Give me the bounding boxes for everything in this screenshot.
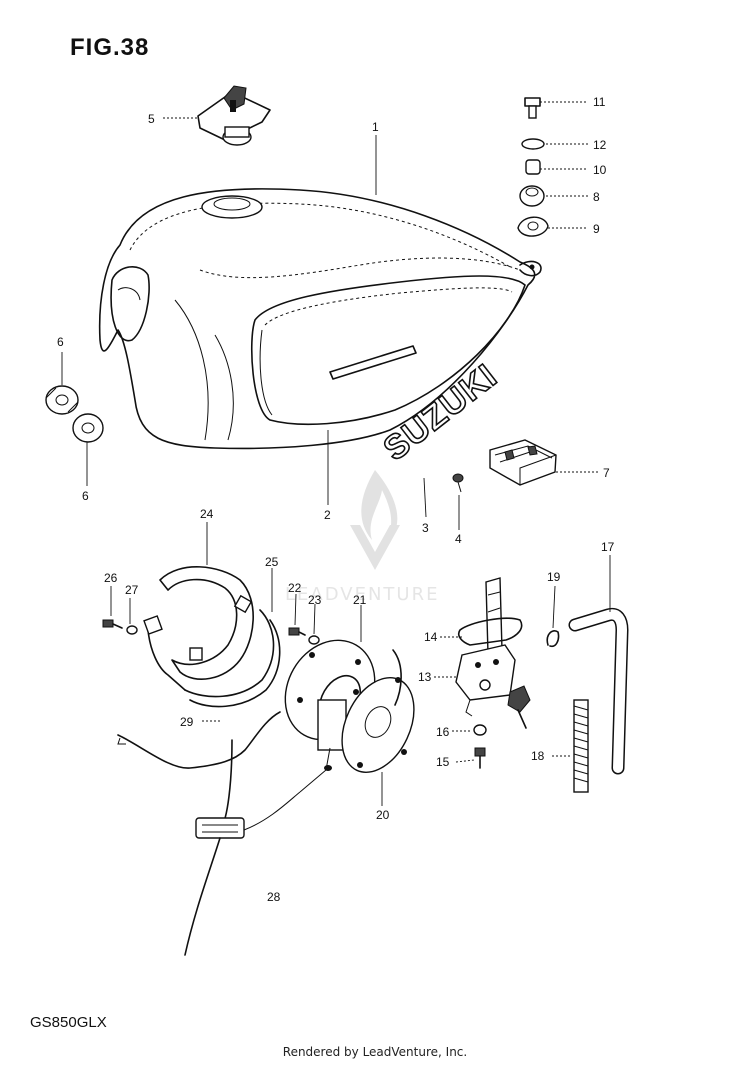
callout-14: 14 xyxy=(424,630,438,644)
model-code: GS850GLX xyxy=(30,1014,107,1031)
callout-27: 27 xyxy=(125,583,139,597)
figure-title: FIG.38 xyxy=(70,34,150,61)
hose-clip[interactable] xyxy=(546,630,560,648)
callout-6a: 6 xyxy=(57,335,64,349)
callout-13: 13 xyxy=(418,670,432,684)
callout-6b: 6 xyxy=(82,489,89,503)
mount-hardware-stack[interactable] xyxy=(517,97,549,237)
watermark-text: LEADVENTURE xyxy=(285,584,439,605)
callout-19: 19 xyxy=(547,570,561,584)
callout-9: 9 xyxy=(593,222,600,236)
gauge-gasket[interactable] xyxy=(143,566,254,691)
callout-22: 22 xyxy=(288,581,302,595)
callout-12: 12 xyxy=(593,138,607,152)
fuel-cock-screw-washer[interactable] xyxy=(473,724,487,769)
render-credit: Rendered by LeadVenture, Inc. xyxy=(282,1045,468,1059)
leader-lines xyxy=(61,101,611,806)
callout-26: 26 xyxy=(104,571,118,585)
callout-numbers: 1 2 3 4 5 6 6 7 8 9 10 11 12 13 14 15 16… xyxy=(57,95,615,904)
callout-16: 16 xyxy=(436,725,450,739)
callout-8: 8 xyxy=(593,190,600,204)
callout-4: 4 xyxy=(455,532,462,546)
fuel-hose[interactable] xyxy=(568,607,629,775)
callout-21: 21 xyxy=(353,593,367,607)
fuel-level-sender[interactable] xyxy=(299,649,428,793)
callout-18: 18 xyxy=(531,749,545,763)
callout-23: 23 xyxy=(308,593,322,607)
emblem-text: SUZUKI xyxy=(377,357,505,469)
callout-2: 2 xyxy=(324,508,331,522)
gauge-screws[interactable] xyxy=(102,619,320,645)
callout-10: 10 xyxy=(593,163,607,177)
callout-5: 5 xyxy=(148,112,155,126)
callout-29: 29 xyxy=(180,715,194,729)
fuel-cap[interactable] xyxy=(197,85,271,146)
rubber-damper[interactable] xyxy=(489,439,557,486)
emblem-screw[interactable] xyxy=(452,473,464,493)
callout-20: 20 xyxy=(376,808,390,822)
tank-cushions[interactable] xyxy=(45,385,104,443)
vacuum-hose[interactable] xyxy=(573,699,589,793)
gauge-plate[interactable] xyxy=(184,609,281,708)
fuel-tank[interactable] xyxy=(98,188,542,450)
callout-3: 3 xyxy=(422,521,429,535)
callout-24: 24 xyxy=(200,507,214,521)
callout-15: 15 xyxy=(436,755,450,769)
watermark: LEADVENTURE xyxy=(285,470,439,605)
callout-11: 11 xyxy=(593,95,606,109)
wiring-harness[interactable] xyxy=(117,711,301,956)
fuel-cock[interactable] xyxy=(455,577,531,729)
callout-28: 28 xyxy=(267,890,281,904)
suzuki-emblem[interactable]: SUZUKI xyxy=(376,356,505,469)
callout-17: 17 xyxy=(601,540,615,554)
callout-1: 1 xyxy=(372,120,379,134)
callout-7: 7 xyxy=(603,466,610,480)
callout-25: 25 xyxy=(265,555,279,569)
